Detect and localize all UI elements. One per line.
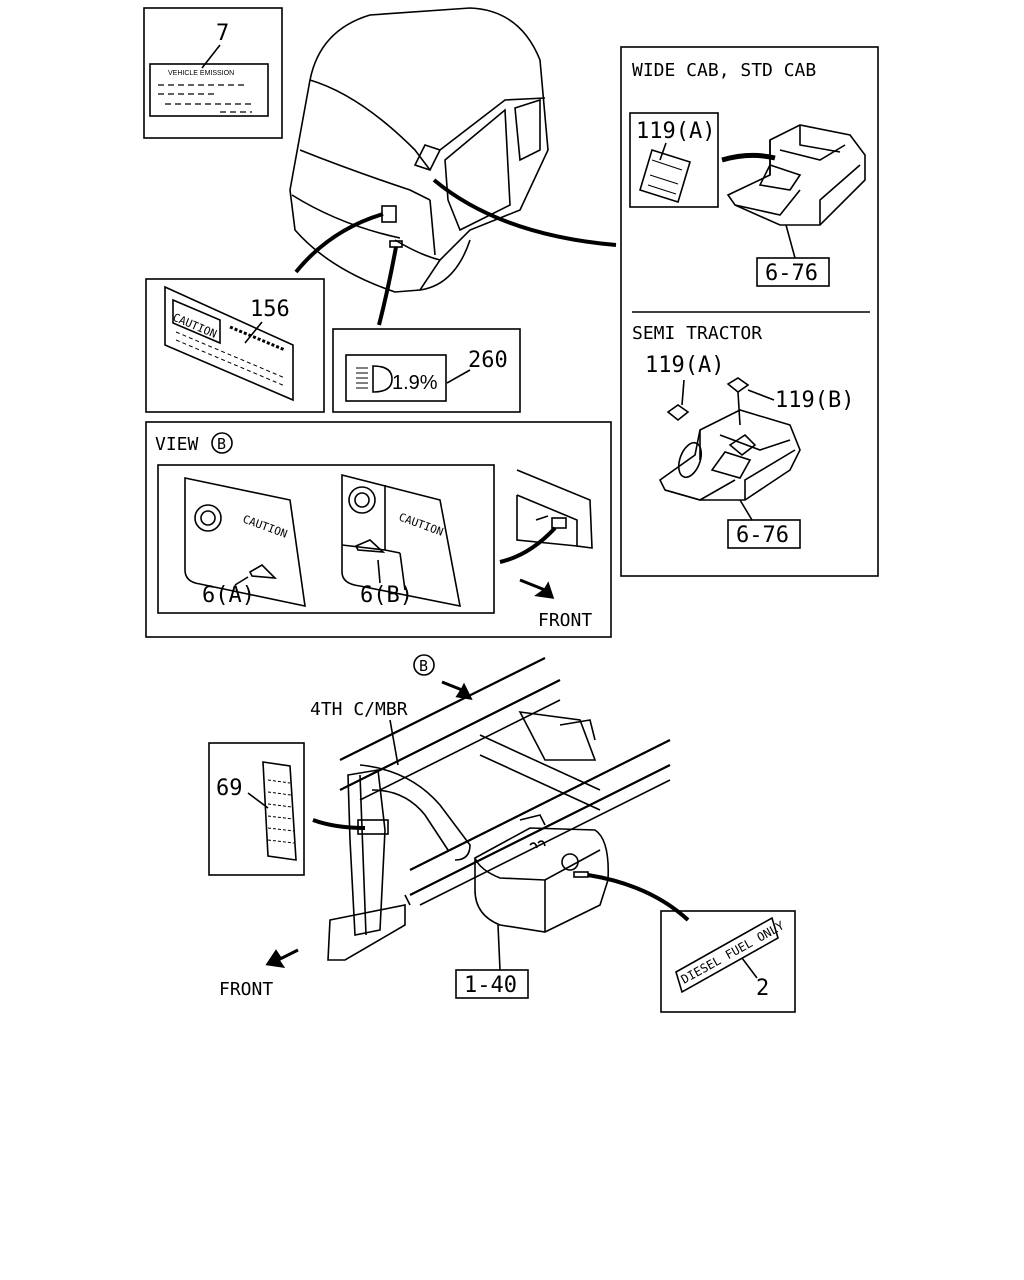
semi-tractor-title: SEMI TRACTOR [632,323,762,344]
wide-cab-panel: WIDE CAB, STD CAB 119(A) 6-76 SEMI TRACT… [620,46,879,577]
emission-label-title: VEHICLE EMISSION [168,70,234,77]
leader-to-wide-cab [432,178,617,247]
callout-119a-semi: 119(A) [645,353,724,378]
callout-1-40: 1-40 [464,973,517,998]
fuel-label-panel: DIESEL FUEL ONLY 2 [660,910,796,1013]
view-b-panel: VIEW B CAUTION 6(A) CAUTION 6(B) FRONT [145,421,612,638]
callout-69: 69 [216,776,243,801]
b-marker: B [419,657,428,675]
callout-7: 7 [216,21,229,46]
chassis-illustration: B 4TH C/MBR 1-40 [219,654,690,1000]
headlamp-label-panel: 260 1.9% [332,328,521,413]
callout-2: 2 [756,976,769,1001]
leader-to-156 [294,212,384,274]
leader-to-260 [377,246,398,326]
emission-label-panel: 7 VEHICLE EMISSION [143,7,283,139]
callout-676-top: 6-76 [765,261,818,286]
front-label-lower: FRONT [219,979,273,1000]
callout-119a-top: 119(A) [636,119,715,144]
caution-label-panel: 156 CAUTION [145,278,325,413]
caution-text-6a: CAUTION [241,513,289,541]
callout-119b-semi: 119(B) [775,388,854,413]
callout-156: 156 [250,297,290,322]
callout-6b: 6(B) [360,583,413,608]
b-marker-circle [413,654,435,676]
view-b-title: VIEW [155,434,199,455]
cab-illustration [289,7,549,293]
callout-676-semi: 6-76 [736,523,789,548]
headlamp-value: 1.9% [392,372,438,394]
member-label: 4TH C/MBR [310,699,408,720]
view-b-mark: B [217,435,226,453]
fuel-label-text: DIESEL FUEL ONLY [679,918,788,987]
spec-label-panel: 69 [208,742,305,876]
wide-cab-title: WIDE CAB, STD CAB [632,60,816,81]
callout-6a: 6(A) [202,583,255,608]
callout-260: 260 [468,348,508,373]
caution-text-6b: CAUTION [397,511,445,539]
front-label-upper: FRONT [538,610,592,631]
